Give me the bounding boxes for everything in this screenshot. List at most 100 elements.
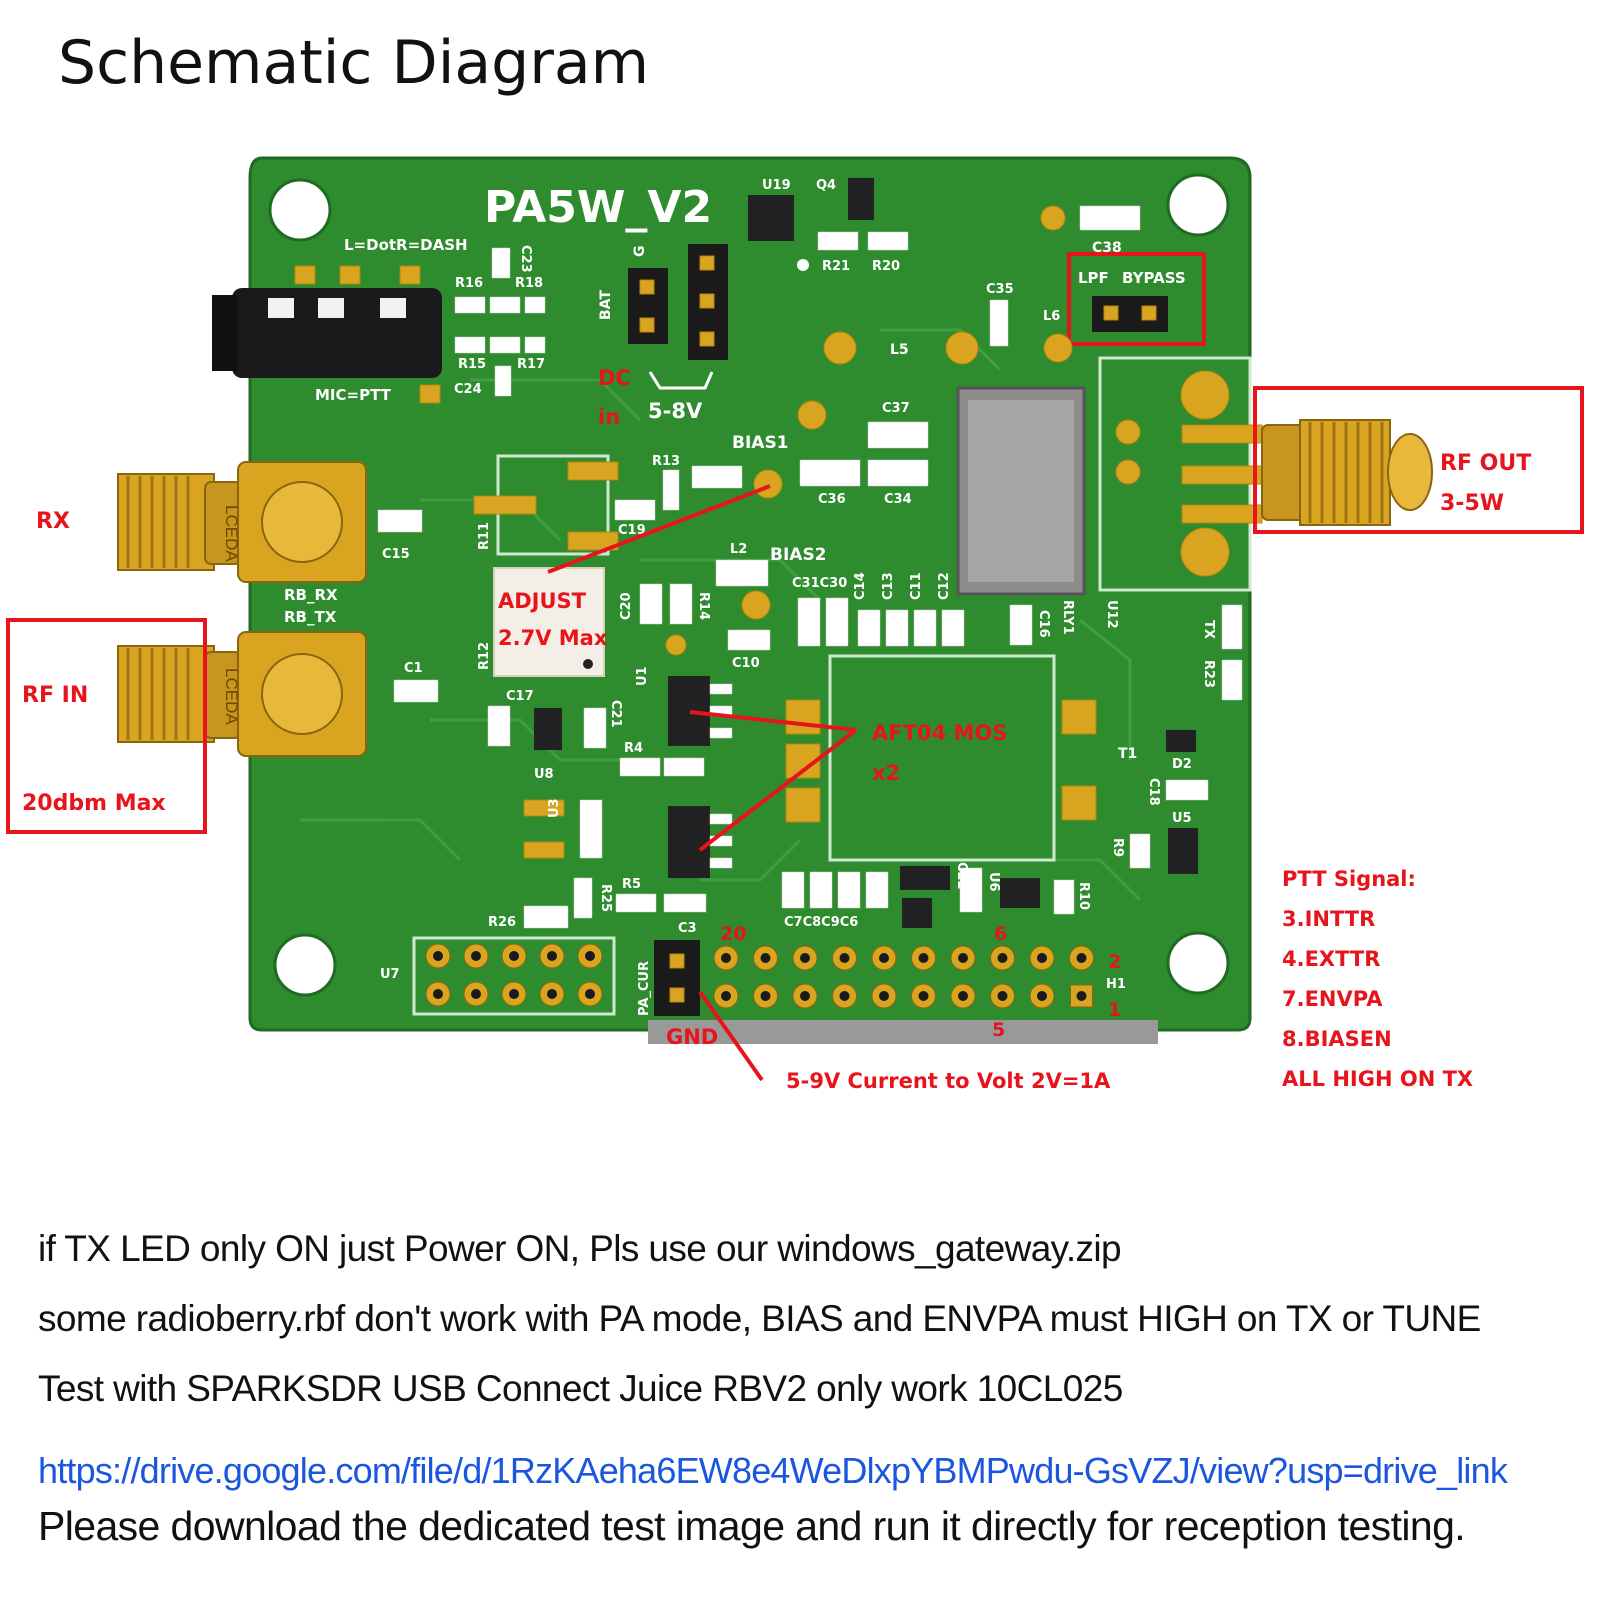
- pin-2-label: 2: [1108, 951, 1121, 973]
- jack-label-bottom: MIC=PTT: [315, 386, 392, 404]
- mos-pad-3: [785, 787, 821, 823]
- ref-u6: U6: [986, 872, 1001, 892]
- ref-r9: R9: [1110, 838, 1125, 857]
- lpf-bypass-jumper[interactable]: [1092, 296, 1168, 332]
- ref-c12: C12: [937, 572, 952, 600]
- l5-pad-a: [823, 331, 857, 365]
- ref-r25: R25: [598, 884, 613, 912]
- bat-header: [628, 244, 728, 360]
- dc-in-label-2: in: [598, 405, 620, 429]
- pin-20-label: 20: [720, 923, 746, 945]
- header-pin-hole: [509, 989, 519, 999]
- rf-out-power: 3-5W: [1440, 491, 1504, 516]
- rb-rx-label: RB_RX: [284, 586, 338, 604]
- note-final: Please download the dedicated test image…: [38, 1503, 1466, 1549]
- drive-link[interactable]: https://drive.google.com/file/d/1RzKAeha…: [38, 1450, 1508, 1491]
- h1-label: H1: [1106, 977, 1126, 992]
- u12-pad-c: [1115, 419, 1141, 445]
- ref-l6: L6: [1043, 309, 1060, 324]
- ref-c36: C36: [818, 492, 846, 507]
- ref-u3: U3: [547, 798, 562, 818]
- header-pin-hole: [918, 953, 929, 963]
- mount-hole-br: [1166, 931, 1230, 995]
- ref-r4: R4: [624, 741, 643, 756]
- pot-pin-b: [567, 461, 619, 481]
- header-pin-hole: [839, 953, 850, 963]
- mos-pad-4: [1061, 699, 1097, 735]
- header-pin-hole: [1076, 953, 1087, 963]
- ref-u1: U1: [635, 666, 650, 686]
- ref-c22: C22: [954, 862, 969, 890]
- pot-pin-c: [567, 531, 619, 551]
- g-label: G: [632, 246, 648, 258]
- ref-c11: C11: [909, 572, 924, 600]
- rf-in-connector-label: LCEDA: [222, 668, 241, 725]
- ptt-title: PTT Signal:: [1282, 867, 1416, 891]
- ref-q4: Q4: [816, 178, 836, 193]
- cap-bank-bottom: [781, 866, 1075, 928]
- resistor-array-jack: [454, 247, 546, 397]
- ref-u5: U5: [1172, 811, 1192, 826]
- ref-l5: L5: [890, 342, 909, 358]
- dc-in-label-1: DC: [598, 366, 631, 390]
- ref-c10: C10: [732, 656, 760, 671]
- note-line-1: if TX LED only ON just Power ON, Pls use…: [38, 1228, 1122, 1269]
- via-pad: [797, 400, 827, 430]
- u5-chip: [1168, 828, 1198, 874]
- page-title: Schematic Diagram: [58, 28, 650, 98]
- header-pin-hole: [800, 991, 810, 1001]
- c15-part: [377, 509, 423, 533]
- rb-tx-label: RB_TX: [284, 608, 337, 626]
- rx-sma: [117, 461, 367, 583]
- bias1-pad: [753, 469, 783, 499]
- ref-r17: R17: [517, 357, 545, 372]
- u19-q4-area: [748, 178, 909, 271]
- c10-part: [727, 629, 771, 651]
- adjust-to-bias1-line: [547, 484, 771, 574]
- header-pin-hole: [433, 989, 443, 999]
- rf-out-sma: [1181, 419, 1433, 526]
- dc-range-label: 5-8V: [648, 399, 703, 423]
- ref-c1: C1: [404, 661, 423, 676]
- bias1-label: BIAS1: [732, 433, 789, 453]
- ref-r13: R13: [652, 454, 680, 469]
- r9-part: [1129, 833, 1151, 869]
- bias2-label: BIAS2: [770, 545, 827, 565]
- lpf-label: LPF: [1078, 269, 1109, 287]
- ref-r26: R26: [488, 915, 516, 930]
- mos-pad-5: [1061, 785, 1097, 821]
- rx-label: RX: [36, 509, 70, 534]
- ref-c20: C20: [619, 592, 634, 620]
- audio-jack: [212, 265, 442, 404]
- header-pin-hole: [997, 953, 1008, 963]
- cap-bank-top: [799, 421, 929, 487]
- ref-r11: R11: [477, 522, 492, 550]
- c20-part: [639, 583, 663, 625]
- adjust-potentiometer[interactable]: [493, 567, 605, 677]
- header-pin-hole: [800, 953, 810, 963]
- ref-r20: R20: [872, 259, 900, 274]
- rf-out-label: RF OUT: [1440, 451, 1531, 476]
- ref-r10: R10: [1076, 882, 1091, 910]
- tx-led: [1221, 604, 1243, 650]
- cap-bank-mid: [797, 597, 965, 647]
- pot-pin-a: [473, 495, 537, 515]
- c19-part: [614, 499, 656, 521]
- c16-part: [1009, 604, 1033, 646]
- u12-pad-a: [1180, 370, 1230, 420]
- pa-cur-jumper[interactable]: [654, 940, 700, 1016]
- header-pin-hole: [509, 951, 519, 961]
- l6-pad: [1043, 333, 1073, 363]
- header-pin-hole: [997, 991, 1008, 1001]
- gnd-label: GND: [666, 1025, 718, 1049]
- ref-c14: C14: [853, 572, 868, 600]
- bias2-pad: [741, 590, 771, 620]
- header-pin-hole: [721, 991, 731, 1001]
- ref-c37: C37: [882, 401, 910, 416]
- u8-chip: [534, 708, 562, 750]
- header-pin-hole: [958, 991, 968, 1001]
- mos-label-1: AFT04 MOS: [872, 721, 1007, 745]
- header-pin-hole: [1076, 991, 1087, 1001]
- header-pin-hole: [547, 951, 557, 961]
- rx-connector-label: LCEDA: [222, 505, 241, 562]
